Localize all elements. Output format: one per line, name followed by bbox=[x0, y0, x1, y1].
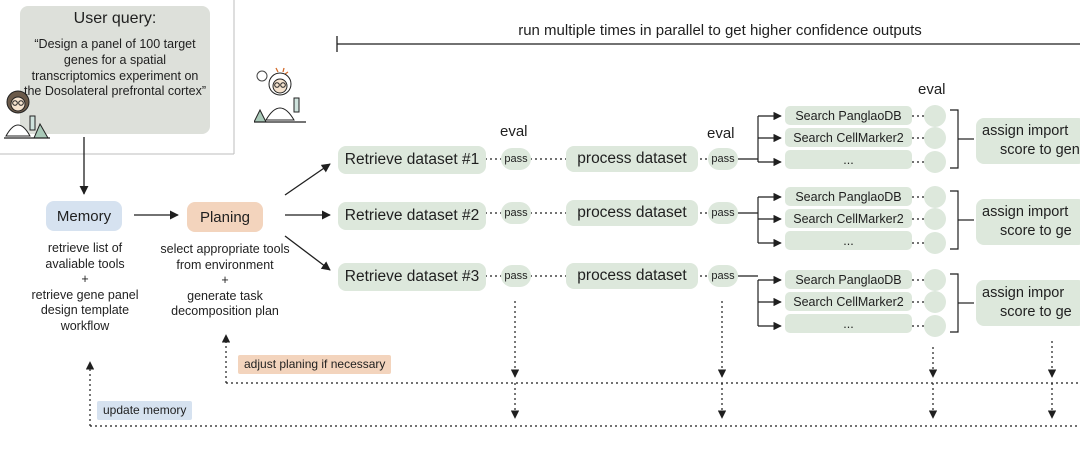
eval-circle bbox=[924, 105, 946, 127]
pass-badge: pass bbox=[501, 202, 531, 224]
search-cellmarker2-3: Search CellMarker2 bbox=[785, 292, 912, 311]
retrieve-dataset-1-label: Retrieve dataset #1 bbox=[344, 151, 480, 168]
assign-line-1: assign impor bbox=[982, 285, 1065, 301]
assign-line-2: score to ge bbox=[1000, 304, 1072, 320]
process-dataset-label: process dataset bbox=[577, 267, 687, 284]
memory-description: retrieve list of avaliable tools + retri… bbox=[30, 241, 140, 334]
retrieve-dataset-1: Retrieve dataset #1 bbox=[338, 146, 486, 174]
pass-label: pass bbox=[504, 270, 528, 282]
search-label: Search CellMarker2 bbox=[793, 294, 904, 309]
assign-line-2: score to gen bbox=[1000, 142, 1080, 158]
assign-importance-3: assign impor score to ge bbox=[976, 280, 1080, 326]
search-label: Search CellMarker2 bbox=[793, 130, 904, 145]
eval-circle bbox=[924, 269, 946, 291]
process-dataset-label: process dataset bbox=[577, 204, 687, 221]
search-panglaodb-3: Search PanglaoDB bbox=[785, 270, 912, 289]
assign-importance-1: assign import score to gen bbox=[976, 118, 1080, 164]
pass-label: pass bbox=[504, 207, 528, 219]
memory-node: Memory bbox=[46, 201, 122, 231]
assign-line-2: score to ge bbox=[1000, 223, 1072, 239]
eval-label-1: eval bbox=[500, 123, 528, 140]
search-cellmarker2-1: Search CellMarker2 bbox=[785, 128, 912, 147]
eval-circle bbox=[924, 291, 946, 313]
pass-label: pass bbox=[711, 207, 735, 219]
retrieve-dataset-2-label: Retrieve dataset #2 bbox=[344, 207, 480, 224]
search-more-2: ... bbox=[785, 231, 912, 250]
eval-label-3: eval bbox=[918, 81, 946, 98]
pass-badge: pass bbox=[708, 148, 738, 170]
search-label: Search PanglaoDB bbox=[795, 272, 902, 287]
eval-circle bbox=[924, 232, 946, 254]
process-dataset-2: process dataset bbox=[566, 200, 698, 226]
pass-badge: pass bbox=[501, 265, 531, 287]
search-label: ... bbox=[843, 316, 854, 331]
search-label: ... bbox=[843, 152, 854, 167]
scientist-icon bbox=[254, 67, 306, 123]
retrieve-dataset-3-label: Retrieve dataset #3 bbox=[344, 268, 480, 285]
retrieve-dataset-2: Retrieve dataset #2 bbox=[338, 202, 486, 230]
search-panglaodb-1: Search PanglaoDB bbox=[785, 106, 912, 125]
search-more-1: ... bbox=[785, 150, 912, 169]
assign-line-1: assign import bbox=[982, 204, 1069, 220]
memory-label: Memory bbox=[56, 207, 112, 225]
planing-description: select appropriate tools from environmen… bbox=[150, 242, 300, 320]
memory-plus: + bbox=[81, 272, 89, 286]
planing-desc-1: select appropriate tools from environmen… bbox=[160, 242, 290, 272]
search-label: Search PanglaoDB bbox=[795, 189, 902, 204]
eval-circle bbox=[924, 186, 946, 208]
process-dataset-1: process dataset bbox=[566, 146, 698, 172]
planing-desc-2: generate task decomposition plan bbox=[171, 288, 279, 319]
eval-circle bbox=[924, 315, 946, 337]
adjust-planing-tag: adjust planing if necessary bbox=[238, 355, 392, 374]
eval-circle bbox=[924, 127, 946, 149]
assign-line-1: assign import bbox=[982, 123, 1069, 139]
eval-circle bbox=[924, 151, 946, 173]
pass-label: pass bbox=[504, 153, 528, 165]
user-query-text: “Design a panel of 100 target genes for … bbox=[23, 37, 207, 99]
parallel-runs-caption: run multiple times in parallel to get hi… bbox=[518, 22, 922, 39]
assign-importance-2: assign import score to ge bbox=[976, 199, 1080, 245]
user-query-box bbox=[20, 6, 210, 134]
planing-label: Planing bbox=[199, 208, 251, 226]
process-dataset-label: process dataset bbox=[577, 150, 687, 167]
planing-plus: + bbox=[221, 273, 229, 287]
planing-node: Planing bbox=[187, 202, 263, 232]
scientist-icon bbox=[4, 90, 50, 139]
search-cellmarker2-2: Search CellMarker2 bbox=[785, 209, 912, 228]
pass-label: pass bbox=[711, 270, 735, 282]
search-more-3: ... bbox=[785, 314, 912, 333]
search-label: ... bbox=[843, 233, 854, 248]
pass-badge: pass bbox=[708, 202, 738, 224]
eval-circle bbox=[924, 208, 946, 230]
user-query-title: User query: bbox=[73, 10, 157, 27]
search-label: Search PanglaoDB bbox=[795, 108, 902, 123]
update-memory-tag: update memory bbox=[97, 401, 193, 420]
memory-desc-2: retrieve gene panel design template work… bbox=[31, 287, 139, 333]
process-dataset-3: process dataset bbox=[566, 263, 698, 289]
memory-desc-1: retrieve list of avaliable tools bbox=[45, 241, 125, 271]
eval-label-2: eval bbox=[707, 125, 735, 142]
pass-label: pass bbox=[711, 153, 735, 165]
search-label: Search CellMarker2 bbox=[793, 211, 904, 226]
retrieve-dataset-3: Retrieve dataset #3 bbox=[338, 263, 486, 291]
pass-badge: pass bbox=[708, 265, 738, 287]
search-panglaodb-2: Search PanglaoDB bbox=[785, 187, 912, 206]
pass-badge: pass bbox=[501, 148, 531, 170]
